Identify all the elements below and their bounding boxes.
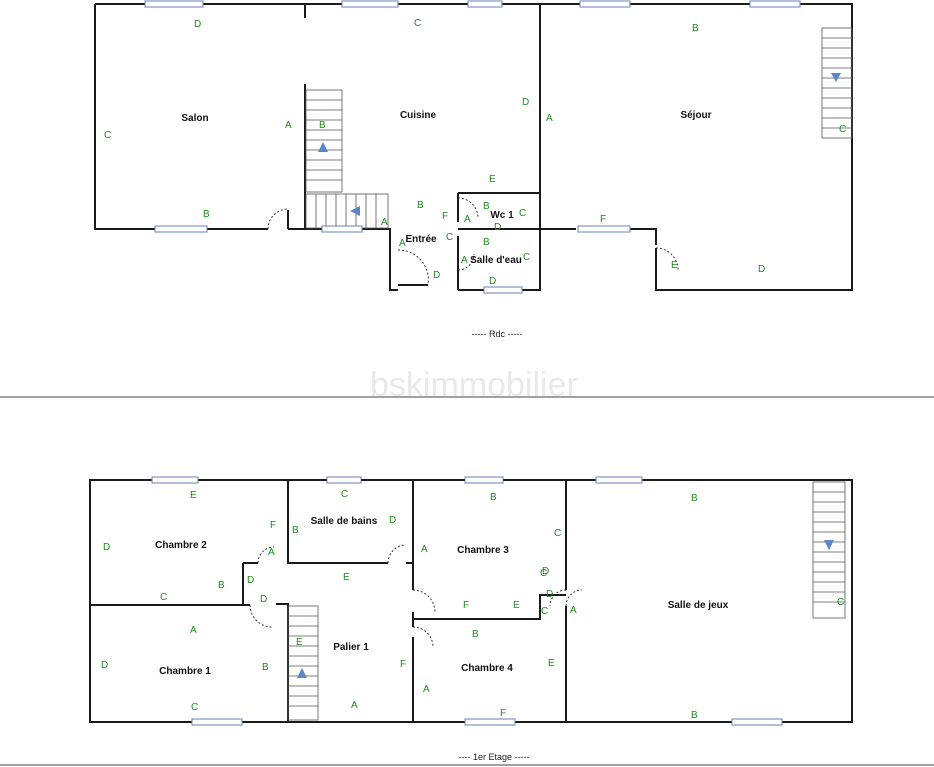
wall-label: A [268, 547, 275, 558]
wall-label: C [519, 208, 526, 219]
wall-label: B [292, 525, 299, 536]
wall-label: C [541, 606, 548, 617]
wall-label: A [423, 684, 430, 695]
wall-label: D [194, 19, 201, 30]
ground-floor-plan: Salon Cuisine Séjour Entrée Wc 1 Salle d… [94, 0, 853, 339]
wall-label: C [160, 592, 167, 603]
wall-label: B [691, 493, 698, 504]
wall-label: A [461, 255, 468, 266]
wall-label: F [463, 600, 469, 611]
room-label: Palier 1 [333, 642, 369, 653]
wall-label: D [247, 575, 254, 586]
wall-label: A [570, 605, 577, 616]
watermark-text: bskimmobilier [370, 366, 578, 404]
wall-label: C [104, 130, 111, 141]
wall-label: A [351, 700, 358, 711]
wall-label: F [400, 659, 406, 670]
wall-label: D [101, 660, 108, 671]
room-label: Salle de bains [311, 516, 378, 527]
wall-label: E [343, 572, 350, 583]
wall-label: A [285, 120, 292, 131]
wall-label: D [522, 97, 529, 108]
room-label: Salle d'eau [470, 255, 522, 266]
wall-label: B [483, 237, 490, 248]
wall-label: E [190, 490, 197, 501]
room-label: Salle de jeux [668, 600, 729, 611]
wall-label: F [600, 214, 606, 225]
wall-label: D [489, 276, 496, 287]
wall-label: D [546, 589, 553, 600]
wall-label: D [542, 566, 549, 577]
room-label: Chambre 4 [461, 663, 513, 674]
first-floor-plan: Chambre 2 Salle de bains Chambre 3 Salle… [89, 476, 853, 762]
wall-label: D [389, 515, 396, 526]
wall-label: C [837, 597, 844, 608]
room-label: Wc 1 [490, 210, 514, 221]
wall-label: B [218, 580, 225, 591]
wall-label: A [464, 214, 471, 225]
room-label: Chambre 1 [159, 666, 211, 677]
floor-caption: ----- Rdc ----- [472, 329, 523, 339]
room-label: Séjour [680, 110, 711, 121]
wall-label: D [758, 264, 765, 275]
wall-label: F [442, 211, 448, 222]
wall-label: D [260, 594, 267, 605]
room-label: Entrée [405, 234, 437, 245]
wall-label: B [203, 209, 210, 220]
wall-label: C [341, 489, 348, 500]
wall-label: B [417, 200, 424, 211]
wall-label: B [319, 120, 326, 131]
wall-label: C [523, 252, 530, 263]
wall-label: C [554, 528, 561, 539]
wall-label: D [433, 270, 440, 281]
floor-caption: ---- 1er Etage ----- [458, 752, 529, 762]
wall-label: A [399, 238, 406, 249]
wall-label: C [446, 232, 453, 243]
wall-label: E [489, 174, 496, 185]
wall-label: D [103, 542, 110, 553]
wall-label: F [270, 520, 276, 531]
room-label: Salon [181, 113, 208, 124]
wall-label: C [839, 124, 846, 135]
wall-label: B [692, 23, 699, 34]
wall-label: E [548, 658, 555, 669]
wall-label: B [262, 662, 269, 673]
wall-label: E [671, 260, 678, 271]
wall-label: D [494, 222, 501, 233]
wall-label: B [691, 710, 698, 721]
wall-label: C [191, 702, 198, 713]
wall-label: A [190, 625, 197, 636]
wall-label: F [500, 708, 506, 719]
wall-label: C [540, 568, 547, 579]
room-label: Cuisine [400, 110, 437, 121]
wall-label: C [414, 18, 421, 29]
room-label: Chambre 3 [457, 545, 509, 556]
room-label: Chambre 2 [155, 540, 207, 551]
wall-label: A [381, 217, 388, 228]
wall-label: B [472, 629, 479, 640]
wall-label: E [296, 637, 303, 648]
wall-label: B [483, 201, 490, 212]
wall-label: A [546, 113, 553, 124]
wall-label: A [421, 544, 428, 555]
wall-label: B [490, 492, 497, 503]
wall-label: E [513, 600, 520, 611]
